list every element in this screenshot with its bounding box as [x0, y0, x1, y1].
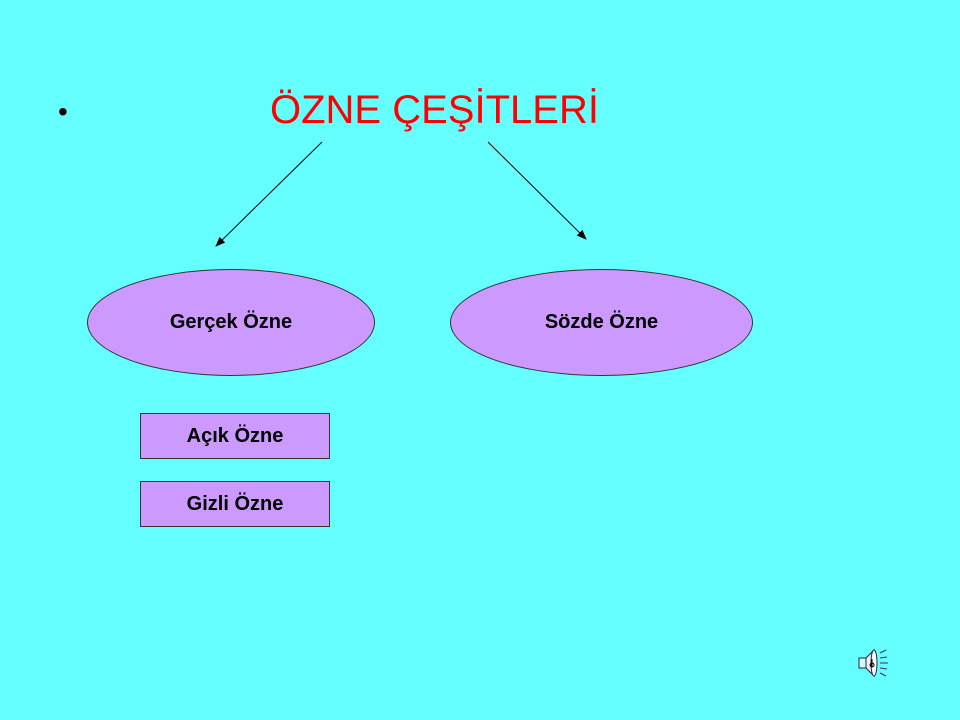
bullet-point: •	[58, 96, 68, 127]
slide-title: ÖZNE ÇEŞİTLERİ	[270, 88, 599, 132]
node-gercek-ozne: Gerçek Özne	[87, 269, 375, 376]
node-label: Sözde Özne	[544, 311, 659, 333]
speaker-icon[interactable]	[855, 645, 891, 681]
box-acik-ozne: Açık Özne	[140, 413, 330, 459]
box-gizli-ozne: Gizli Özne	[140, 481, 330, 527]
node-sozde-ozne: Sözde Özne	[450, 269, 753, 376]
arrow-right	[487, 141, 587, 240]
node-label: Gerçek Özne	[169, 311, 293, 333]
box-label: Açık Özne	[186, 424, 284, 447]
arrow-left	[215, 141, 323, 247]
box-label: Gizli Özne	[186, 492, 284, 515]
